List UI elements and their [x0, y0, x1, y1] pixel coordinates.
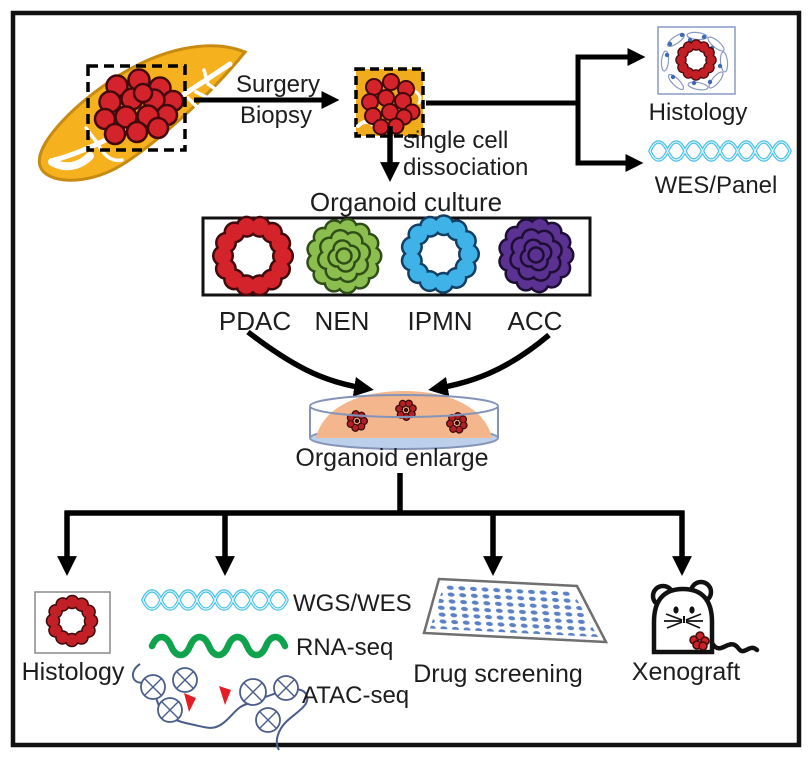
nen-organoid-icon	[305, 217, 383, 295]
drug-screening-label: Drug screening	[413, 660, 583, 688]
rna-seq-label: RNA-seq	[296, 634, 393, 661]
pdac-organoid-icon	[212, 215, 294, 297]
wgs-wes-label: WGS/WES	[293, 590, 412, 617]
dissociation-label-2: dissociation	[403, 154, 528, 181]
ipmn-organoid-icon	[400, 214, 480, 294]
atac-chromatin-icon	[131, 663, 309, 751]
mouse-tail	[709, 640, 760, 654]
histology-bottom-label: Histology	[22, 658, 125, 686]
dissociation-label-1: single cell	[403, 127, 508, 154]
xenograft-tumor	[689, 631, 710, 651]
surgery-label: Surgery	[236, 71, 320, 98]
organoid-culture-title: Organoid culture	[310, 187, 502, 217]
sample-branch-lines	[426, 48, 646, 172]
tumor-cells	[93, 68, 185, 146]
mouse-eye	[689, 606, 695, 614]
histology-top-label: Histology	[649, 99, 748, 126]
nucleosome-cross-lines	[144, 671, 295, 729]
tn5-marker	[219, 686, 231, 705]
mouse-whiskers	[664, 613, 703, 629]
dna-icon-wgs-wes	[141, 589, 289, 611]
histology-thumbnail-top	[657, 26, 736, 95]
pdac-label: PDAC	[219, 306, 291, 336]
atac-seq-label: ATAC-seq	[302, 682, 409, 709]
ipmn-label: IPMN	[408, 306, 473, 336]
converge-arrow-left	[246, 329, 374, 397]
branch-tree	[57, 473, 692, 576]
rna-wave-icon	[148, 633, 289, 659]
tn5-marker	[184, 693, 196, 712]
petri-dish-icon	[309, 391, 499, 450]
organoid-enlarge-label: Organoid enlarge	[295, 444, 488, 472]
well-plate-icon	[422, 577, 609, 644]
roi-dashed-box	[86, 64, 187, 152]
converge-arrow-right	[428, 332, 551, 397]
mouse-eye	[673, 606, 679, 614]
biopsy-label: Biopsy	[240, 102, 312, 129]
figure-border	[10, 10, 802, 748]
nen-label: NEN	[315, 306, 370, 336]
biopsy-sample-icon	[354, 67, 425, 138]
wes-panel-label: WES/Panel	[655, 172, 778, 199]
histology-thumbnail-bottom	[34, 591, 111, 654]
acc-label: ACC	[508, 306, 563, 336]
xenograft-label: Xenograft	[632, 658, 740, 686]
mouse-icon	[650, 579, 760, 655]
pancreas-icon	[37, 44, 248, 182]
acc-organoid-icon	[497, 216, 575, 294]
dna-icon-wes-panel	[648, 140, 792, 162]
